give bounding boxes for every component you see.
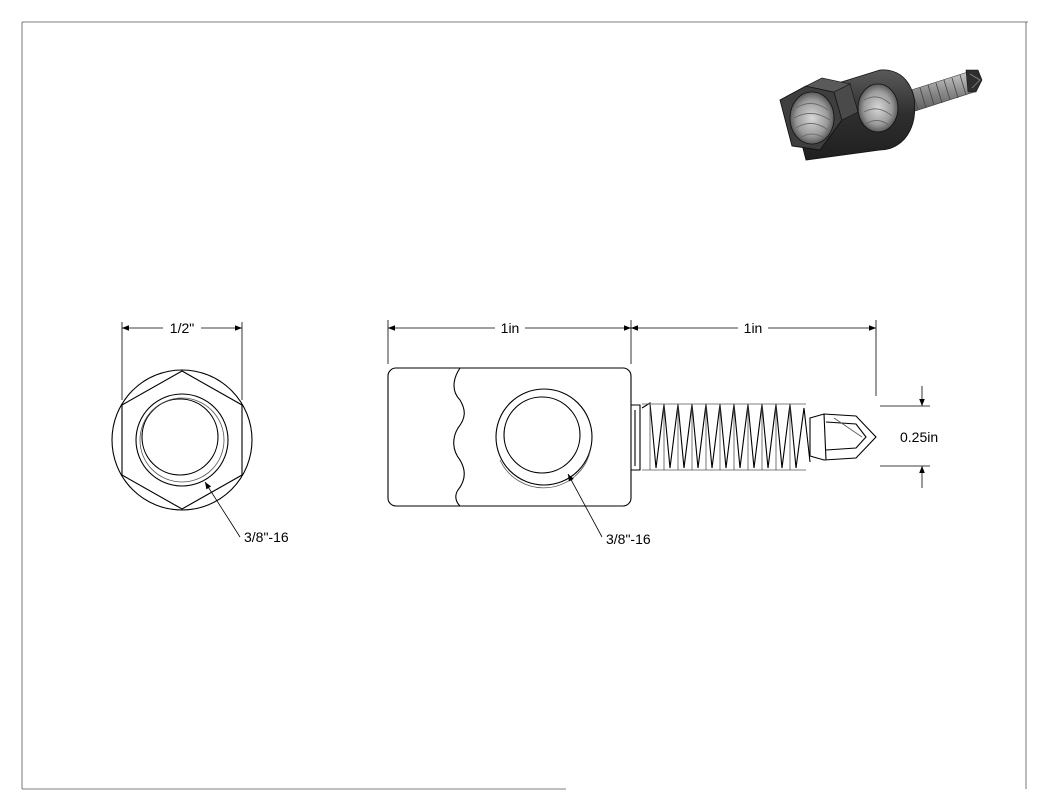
front-width-dimension: 1/2" [170, 320, 194, 336]
screw-diameter-dimension: 0.25in [900, 429, 938, 445]
body-length-dimension: 1in [501, 320, 520, 336]
side-screw [631, 402, 877, 471]
side-view: 1in 1in 0.25in 3/8"-16 [387, 320, 938, 547]
side-cross-hole-outer [495, 388, 593, 486]
side-flange-edge [453, 367, 465, 507]
front-flange-outline [111, 369, 253, 511]
iso-cross-hole [857, 83, 899, 133]
screw-length-dimension: 1in [744, 320, 763, 336]
sheet-border [21, 21, 1028, 790]
side-thread-callout: 3/8"-16 [606, 531, 651, 547]
iso-screw [904, 69, 983, 113]
side-screw-threads [641, 402, 811, 469]
front-hex-outline [121, 370, 243, 510]
front-thread-leader [204, 481, 241, 538]
side-body-outline [387, 367, 632, 507]
front-thread-callout: 3/8"-16 [244, 529, 289, 545]
front-thread-major [135, 393, 229, 487]
side-drill-point [809, 413, 877, 461]
front-view: 1/2" 3/8"-16 [111, 320, 289, 545]
side-cross-hole-inner [503, 396, 581, 474]
front-thread-minor [141, 398, 219, 476]
side-thread-leader [567, 473, 603, 538]
isometric-view [779, 69, 983, 161]
